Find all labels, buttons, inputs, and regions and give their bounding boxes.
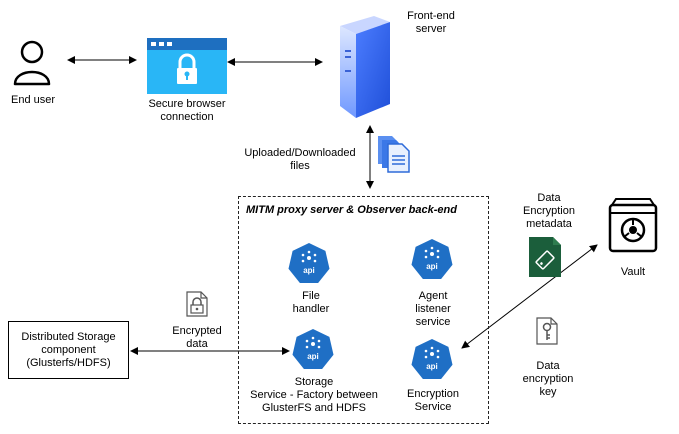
secure-browser-icon bbox=[147, 38, 227, 94]
mitm-container bbox=[238, 196, 489, 424]
vault-label: Vault bbox=[620, 266, 646, 278]
server-icon bbox=[340, 16, 390, 118]
distributed-storage-box: Distributed Storage component (Glusterfs… bbox=[8, 321, 129, 379]
front-end-label: Front-end server bbox=[407, 10, 455, 35]
secure-browser-label: Secure browser connection bbox=[148, 98, 226, 123]
metadata-tag-icon bbox=[529, 237, 561, 277]
file-handler-api-icon: api bbox=[288, 243, 330, 283]
encrypted-lock-icon bbox=[186, 291, 208, 317]
encryption-service-api-icon: api bbox=[411, 339, 453, 379]
mitm-title: MITM proxy server & Observer back-end bbox=[246, 204, 457, 216]
svg-text:api: api bbox=[303, 266, 315, 275]
encrypted-data-label: Encrypted data bbox=[172, 325, 222, 350]
svg-text:api: api bbox=[307, 352, 319, 361]
vault-icon bbox=[608, 198, 658, 253]
documents-icon bbox=[378, 136, 410, 173]
storage-service-api-icon: api bbox=[292, 329, 334, 369]
file-handler-label: File handler bbox=[292, 290, 330, 315]
key-icon bbox=[536, 317, 558, 345]
agent-listener-api-icon: api bbox=[411, 239, 453, 279]
encryption-service-label: Encryption Service bbox=[407, 388, 459, 413]
agent-listener-label: Agent listener service bbox=[415, 290, 451, 328]
storage-service-label: Storage Service - Factory between Gluste… bbox=[250, 376, 378, 414]
metadata-label: Data Encryption metadata bbox=[523, 192, 575, 230]
svg-text:api: api bbox=[426, 262, 438, 271]
svg-text:api: api bbox=[426, 362, 438, 371]
uploaded-files-label: Uploaded/Downloaded files bbox=[244, 147, 356, 172]
user-icon bbox=[13, 40, 51, 86]
vault-encryption-arrow bbox=[461, 244, 598, 349]
key-label: Data encryption key bbox=[522, 360, 574, 398]
end-user-label: End user bbox=[10, 94, 56, 106]
